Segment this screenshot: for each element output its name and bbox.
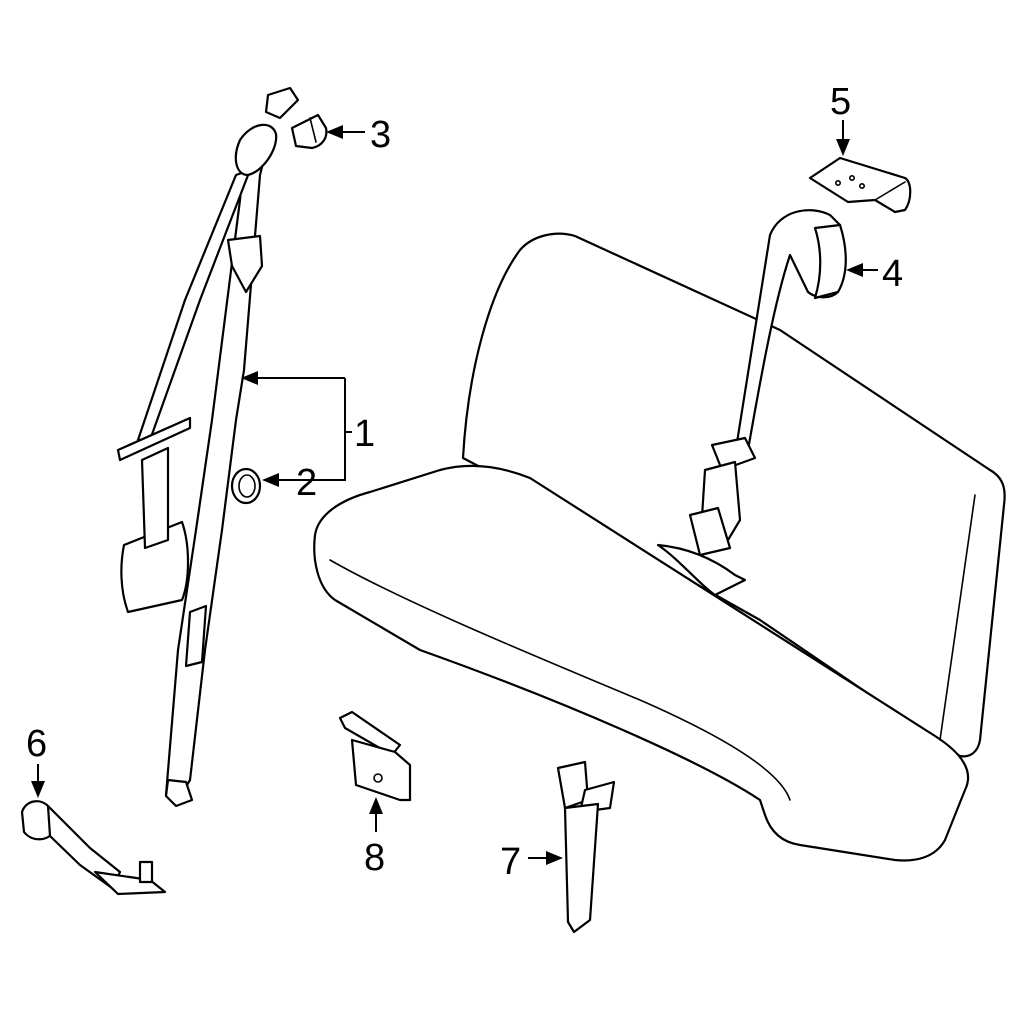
callout-2: 2 — [296, 462, 317, 504]
center-belt-buckle — [688, 506, 732, 557]
outer-belt-guide — [226, 234, 264, 294]
center-belt-webbing — [733, 209, 842, 457]
callout-7: 7 — [500, 841, 521, 883]
center-buckle-strap — [563, 802, 600, 934]
outer-belt-assembly — [116, 86, 300, 808]
lower-bracket-hole — [373, 773, 383, 783]
callout-5: 5 — [830, 81, 851, 123]
outer-belt-retractor-mount — [140, 446, 170, 550]
callout-3: 3 — [370, 114, 391, 156]
arrow-3 — [326, 125, 343, 139]
outer-buckle — [20, 800, 167, 896]
outer-belt-lower-anchor — [164, 778, 194, 808]
center-belt-retractor-cover — [813, 223, 847, 300]
arrow-8 — [369, 797, 383, 814]
upper-bracket-fold — [874, 181, 906, 201]
arrow-6 — [31, 781, 45, 798]
seat-back-seam — [939, 494, 976, 741]
leader-1 — [252, 377, 352, 481]
upper-bracket-hole-3 — [858, 183, 865, 190]
center-belt-tongue — [710, 436, 757, 472]
grommet-inner — [238, 474, 256, 498]
guide-cover-body — [290, 113, 328, 150]
outer-belt-retractor — [120, 520, 190, 614]
arrow-1 — [241, 371, 258, 385]
guide-cover-edge — [309, 117, 317, 143]
lower-bracket — [338, 710, 412, 802]
outer-belt-d-ring — [234, 123, 278, 177]
center-belt-assembly — [656, 209, 847, 597]
callout-6: 6 — [26, 723, 47, 765]
outer-buckle-plate — [93, 870, 167, 896]
lower-bracket-body — [350, 738, 412, 802]
callout-1: 1 — [354, 413, 375, 455]
arrow-5 — [836, 139, 850, 156]
seat-cushion-seam — [329, 559, 791, 801]
callout-8: 8 — [364, 837, 385, 879]
callout-4: 4 — [882, 253, 903, 295]
center-buckle — [556, 760, 616, 934]
lower-bracket-clip — [338, 710, 402, 757]
outer-belt-label — [184, 604, 208, 668]
upper-bracket-hole-1 — [834, 180, 841, 187]
arrow-4 — [846, 263, 863, 277]
grommet — [230, 467, 262, 505]
outer-buckle-stud — [138, 860, 154, 884]
upper-bracket-hole-2 — [848, 175, 855, 182]
arrow-2 — [262, 473, 279, 487]
outer-belt-tongue — [116, 416, 192, 462]
guide-cover — [290, 113, 328, 150]
arrow-7 — [546, 851, 563, 865]
outer-belt-top-clip — [264, 86, 300, 120]
upper-bracket — [808, 156, 912, 214]
center-belt-anchor — [656, 543, 747, 597]
seat-cushion — [313, 464, 970, 862]
